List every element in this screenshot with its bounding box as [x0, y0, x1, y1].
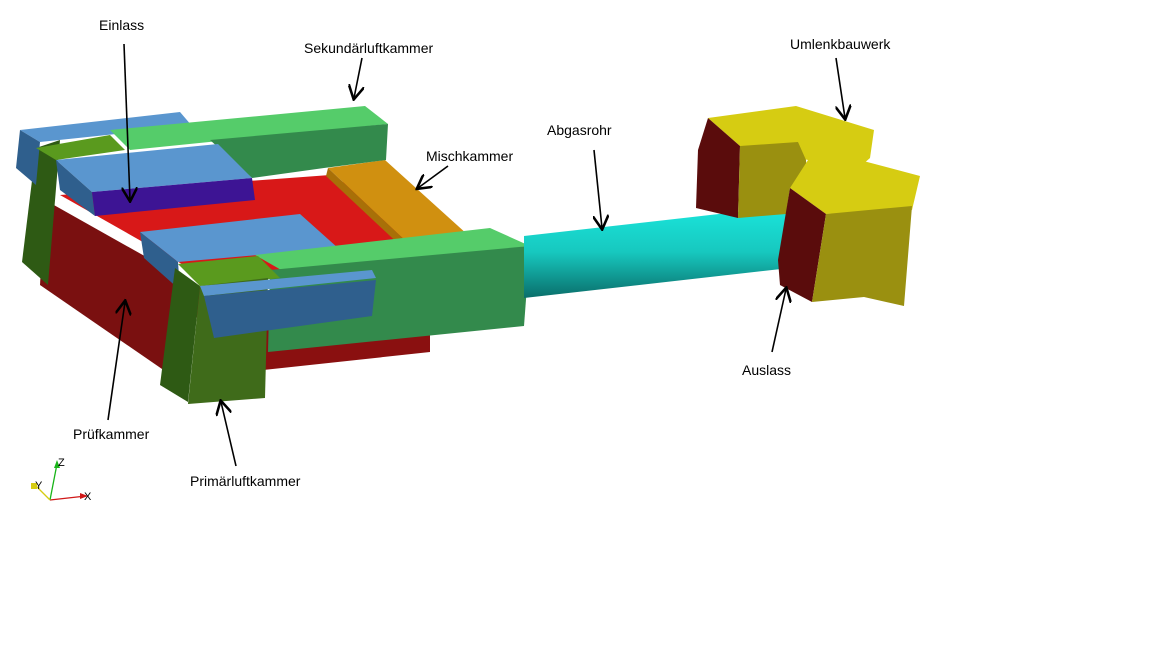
- mischkammer-block: [326, 160, 468, 250]
- front-green-box: [255, 228, 530, 352]
- label-sekundaer-text: Sekundärluftkammer: [304, 40, 434, 56]
- label-umlenkbauwerk-text: Umlenkbauwerk: [790, 36, 891, 52]
- label-pruefkammer-text: Prüfkammer: [73, 426, 150, 442]
- label-abgasrohr: Abgasrohr: [547, 122, 612, 228]
- abgasrohr-pipe: [524, 206, 790, 298]
- label-auslass-text: Auslass: [742, 362, 791, 378]
- sekundaerluftkammer-block: [110, 106, 388, 178]
- label-einlass-text: Einlass: [99, 17, 144, 33]
- label-primaer-text: Primärluftkammer: [190, 473, 301, 489]
- z-axis-line: [49, 463, 58, 501]
- label-auslass: Auslass: [742, 289, 791, 378]
- label-mischkammer-text: Mischkammer: [426, 148, 513, 164]
- back-frame: [16, 112, 192, 285]
- front-blue-box: [140, 214, 338, 290]
- label-abgasrohr-text: Abgasrohr: [547, 122, 612, 138]
- label-einlass: Einlass: [99, 17, 144, 200]
- label-umlenkbauwerk: Umlenkbauwerk: [790, 36, 891, 118]
- x-axis-label: X: [84, 491, 92, 503]
- y-axis-label: Y: [35, 480, 43, 492]
- umlenkbauwerk-block: [696, 106, 920, 306]
- front-blue-bar: [200, 270, 376, 338]
- label-mischkammer: Mischkammer: [418, 148, 513, 188]
- label-sekundaerluftkammer: Sekundärluftkammer: [304, 40, 434, 98]
- axis-triad: Z Y X: [31, 457, 92, 503]
- einlass-block: [56, 144, 255, 216]
- label-primaerluftkammer: Primärluftkammer: [190, 402, 301, 489]
- z-axis-label: Z: [58, 457, 65, 469]
- label-pruefkammer: Prüfkammer: [73, 302, 150, 442]
- y-axis-line: [35, 485, 51, 501]
